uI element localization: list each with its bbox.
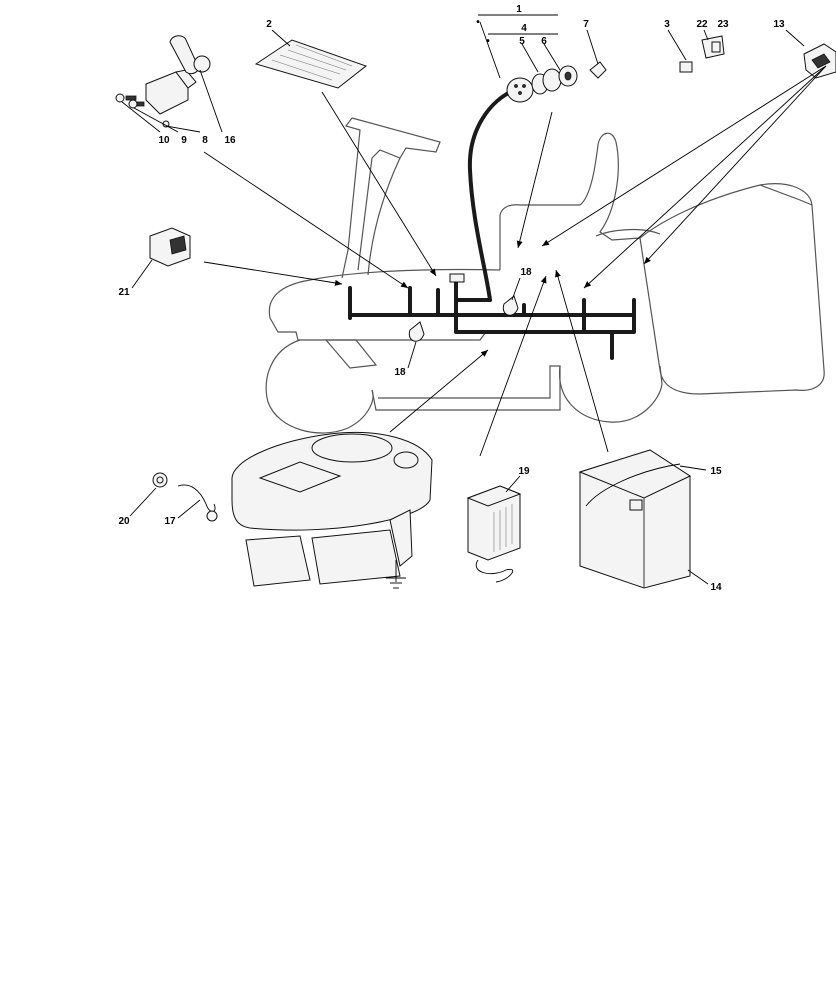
tractor-outline [265,117,825,434]
callout-10: 10 [158,135,170,146]
callout-8: 8 [202,135,208,146]
callout-5: 5 [519,36,525,47]
part-seat-switch [803,43,836,79]
callout-6: 6 [541,36,547,47]
part-switch [149,227,191,267]
part-solenoid-relay [115,35,211,128]
callout-7: 7 [583,19,589,30]
callout-4: 4 [521,23,527,34]
callout-16: 16 [224,135,236,146]
harness-connector [449,273,465,283]
callout-14: 14 [710,582,722,593]
part-safety-switch [679,35,725,73]
callout-2: 2 [266,19,272,30]
part-battery-charger [466,485,522,583]
part-ignition-switch [506,61,607,103]
callout-20: 20 [118,516,130,527]
callout-18-lower: 18 [394,367,406,378]
part-grommet [152,472,168,488]
part-decal-plate [254,39,368,89]
callout-numbers: 1 • 4 • 5 6 7 2 3 22 23 13 10 9 8 16 21 … [118,4,785,593]
leader-lines [121,14,827,585]
part-battery [578,449,692,589]
callout-3: 3 [664,19,670,30]
callout-21: 21 [118,287,130,298]
callout-18-upper: 18 [520,267,532,278]
callout-17: 17 [164,516,176,527]
part-wire-lead [177,484,218,522]
callout-22: 22 [696,19,708,30]
callout-19: 19 [518,466,530,477]
part-clip-lower [408,321,425,342]
callout-9: 9 [181,135,187,146]
bullet-mark: • [486,36,490,47]
bullet-mark: • [476,17,480,28]
callout-1: 1 [516,4,522,15]
wiring-harness [348,88,636,360]
callout-13: 13 [773,19,785,30]
callout-23: 23 [717,19,729,30]
callout-15: 15 [710,466,722,477]
part-engine [231,431,433,589]
part-clip-upper [502,295,519,316]
